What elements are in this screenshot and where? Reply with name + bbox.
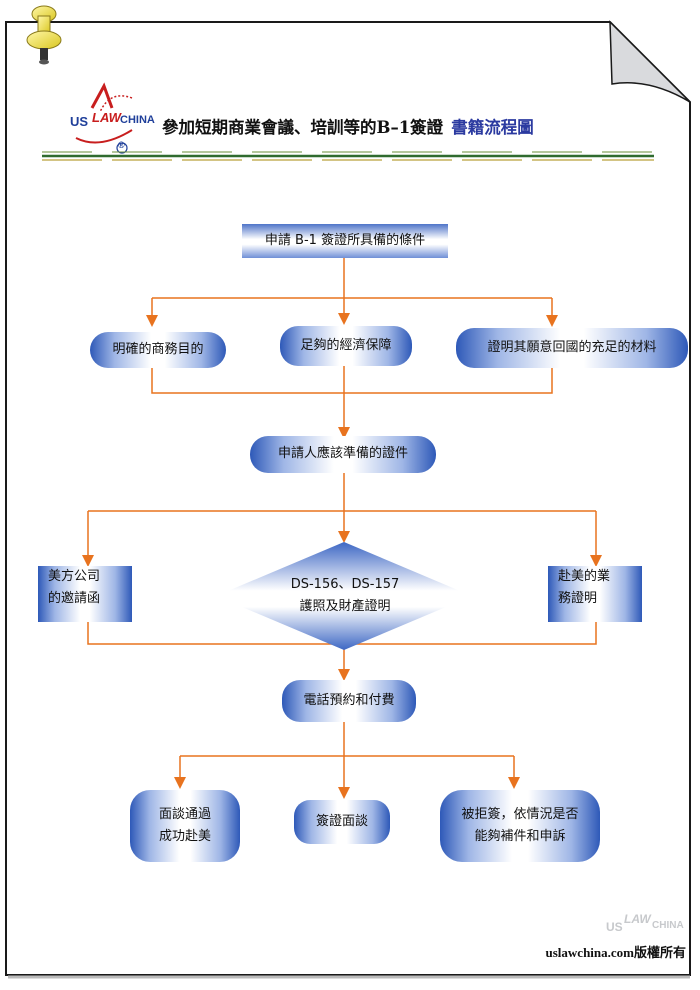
- title-accent: 書籍流程圖: [451, 118, 534, 137]
- outcome-refused-line1: 被拒簽，依情況是否: [461, 806, 579, 822]
- title-main: 參加短期商業會議、培訓等的B–1簽證: [162, 118, 444, 137]
- page-sheet: [5, 20, 691, 979]
- outcome-refused-line2: 能夠補件和申訴: [474, 829, 566, 844]
- watermark-law: LAW: [624, 912, 651, 926]
- outcome-approved-line2: 成功赴美: [158, 829, 211, 844]
- interview-box: 簽證面談: [294, 800, 390, 844]
- business-proof-box: 赴美的業 務證明: [548, 566, 642, 622]
- invitation-letter-line1: 美方公司: [48, 569, 101, 584]
- documents-diamond-text: DS-156、DS-157 護照及財產證明: [220, 566, 470, 626]
- business-proof-line2: 務證明: [558, 591, 598, 607]
- pushpin-icon: [26, 5, 62, 65]
- condition-financial-support: 足夠的經濟保障: [280, 326, 412, 366]
- watermark-china: CHINA: [652, 920, 684, 931]
- folded-corner-icon: [609, 20, 691, 103]
- header-stripe: [42, 151, 654, 161]
- logo-registered-mark: ®: [118, 140, 125, 150]
- logo-law: LAW: [92, 110, 121, 125]
- condition-business-purpose: 明確的商務目的: [90, 332, 226, 368]
- outcome-approved-box: 面談通過 成功赴美: [130, 790, 240, 862]
- invitation-letter-box: 美方公司 的邀請函: [38, 566, 132, 622]
- logo-china: CHINA: [120, 114, 155, 126]
- appointment-box: 電話預約和付費: [282, 680, 416, 722]
- documents-header-box: 申請人應該準備的證件: [250, 436, 436, 473]
- business-proof-line1: 赴美的業: [558, 569, 611, 584]
- outcome-approved-line1: 面談通過: [158, 806, 211, 822]
- invitation-letter-line2: 的邀請函: [48, 591, 101, 607]
- uslawchina-logo: [75, 82, 133, 154]
- requirements-box: 申請 B-1 簽證所具備的條件: [242, 224, 448, 258]
- copyright-footer: uslawchina.com版權所有: [545, 945, 686, 960]
- condition-return-evidence: 證明其願意回國的充足的材料: [456, 328, 688, 368]
- diamond-line1: DS-156、DS-157: [290, 576, 400, 592]
- page-title: 參加短期商業會議、培訓等的B–1簽證書籍流程圖: [162, 114, 534, 138]
- diamond-line2: 護照及財產證明: [299, 599, 391, 614]
- logo-us: US: [70, 114, 89, 129]
- watermark-us: US: [606, 920, 623, 934]
- documents-diamond: [216, 542, 472, 650]
- outcome-refused-box: 被拒簽，依情況是否 能夠補件和申訴: [440, 790, 600, 862]
- connector-lines: [82, 258, 602, 799]
